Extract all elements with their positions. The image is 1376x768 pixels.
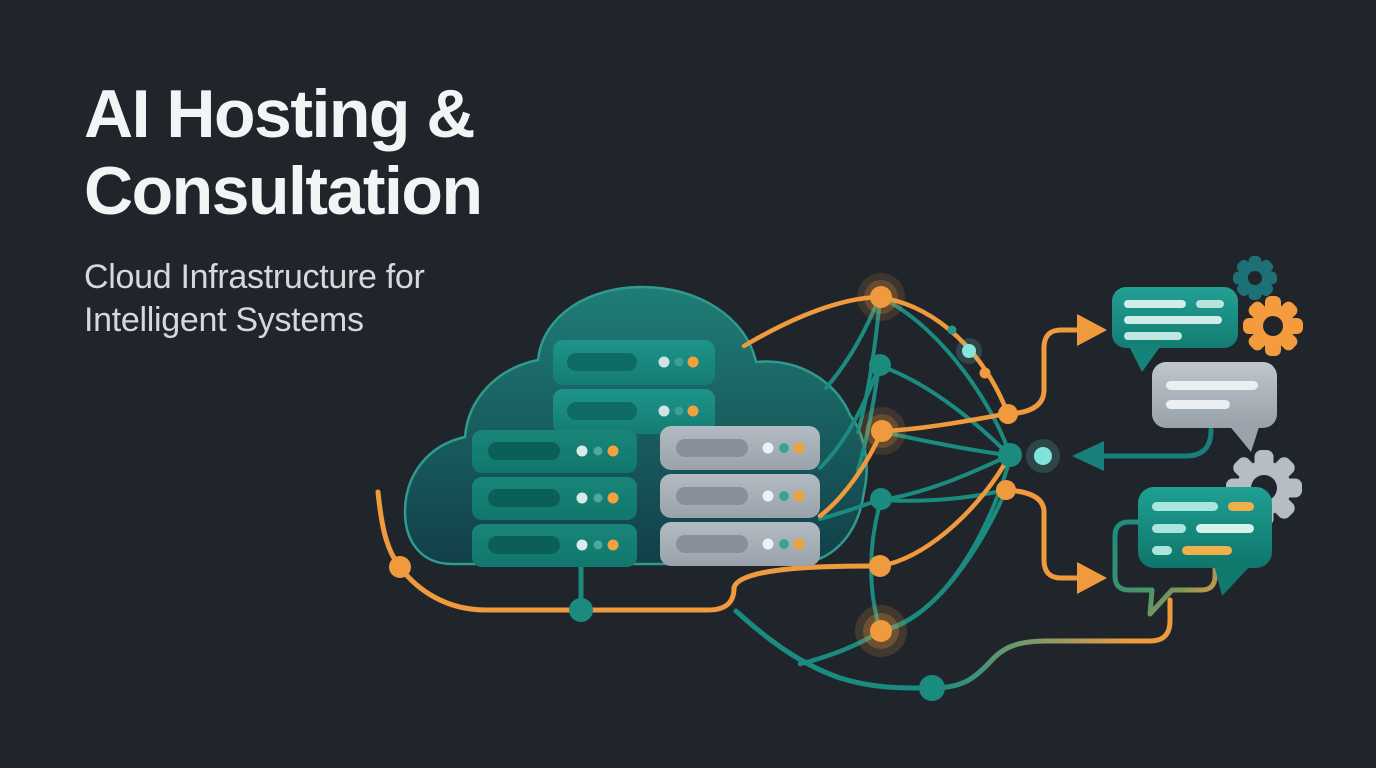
chat-bubble-teal-top — [1112, 287, 1238, 372]
arrowhead-right-icon — [1077, 314, 1107, 346]
route-teal-branch — [733, 608, 922, 691]
arrowhead-right-icon — [1077, 562, 1107, 594]
server-stack-gray — [660, 426, 820, 566]
page-title-line2: Consultation — [84, 153, 483, 229]
page-title-line1: AI Hosting & — [84, 76, 475, 152]
node-teal — [998, 443, 1022, 467]
server-unit — [660, 522, 820, 566]
server-unit — [472, 524, 637, 567]
node-teal — [569, 598, 593, 622]
node-teal — [870, 488, 892, 510]
gear-teal-icon — [1233, 256, 1277, 300]
server-stack-teal-left — [472, 430, 637, 567]
page-title: AI Hosting & Consultation — [84, 76, 483, 230]
arrowhead-left-icon — [1072, 441, 1104, 471]
neural-mesh-lines — [741, 294, 1012, 633]
arrow-orange-right-bottom — [1003, 487, 1107, 594]
route-gradient-up — [929, 597, 1173, 691]
server-unit — [472, 477, 637, 520]
chat-bubble-gray — [1152, 362, 1277, 452]
server-unit — [472, 430, 637, 473]
page-subtitle-line2: Intelligent Systems — [84, 301, 364, 339]
server-unit — [660, 474, 820, 518]
arrow-orange-right-top — [1005, 314, 1107, 417]
node-teal — [869, 354, 891, 376]
dot-orange — [979, 367, 991, 379]
flow-arrows — [1003, 314, 1214, 594]
node-orange — [389, 556, 411, 578]
page-subtitle: Cloud Infrastructure for Intelligent Sys… — [84, 256, 425, 342]
node-teal — [919, 675, 945, 701]
node-orange — [870, 620, 892, 642]
dot-cyan — [962, 344, 976, 358]
network-nodes — [389, 273, 1060, 701]
server-unit — [553, 340, 715, 385]
node-orange — [870, 286, 892, 308]
node-orange — [869, 555, 891, 577]
dot-cyan-large — [1034, 447, 1052, 465]
server-unit — [660, 426, 820, 470]
page-subtitle-line1: Cloud Infrastructure for — [84, 258, 425, 296]
dot-teal — [947, 325, 957, 335]
server-stack-teal-top — [553, 340, 715, 434]
chat-bubble-teal-bottom — [1138, 487, 1272, 596]
gear-orange-icon — [1243, 296, 1303, 356]
server-unit — [553, 389, 715, 434]
node-orange — [871, 420, 893, 442]
arrow-teal-left — [1072, 427, 1214, 471]
